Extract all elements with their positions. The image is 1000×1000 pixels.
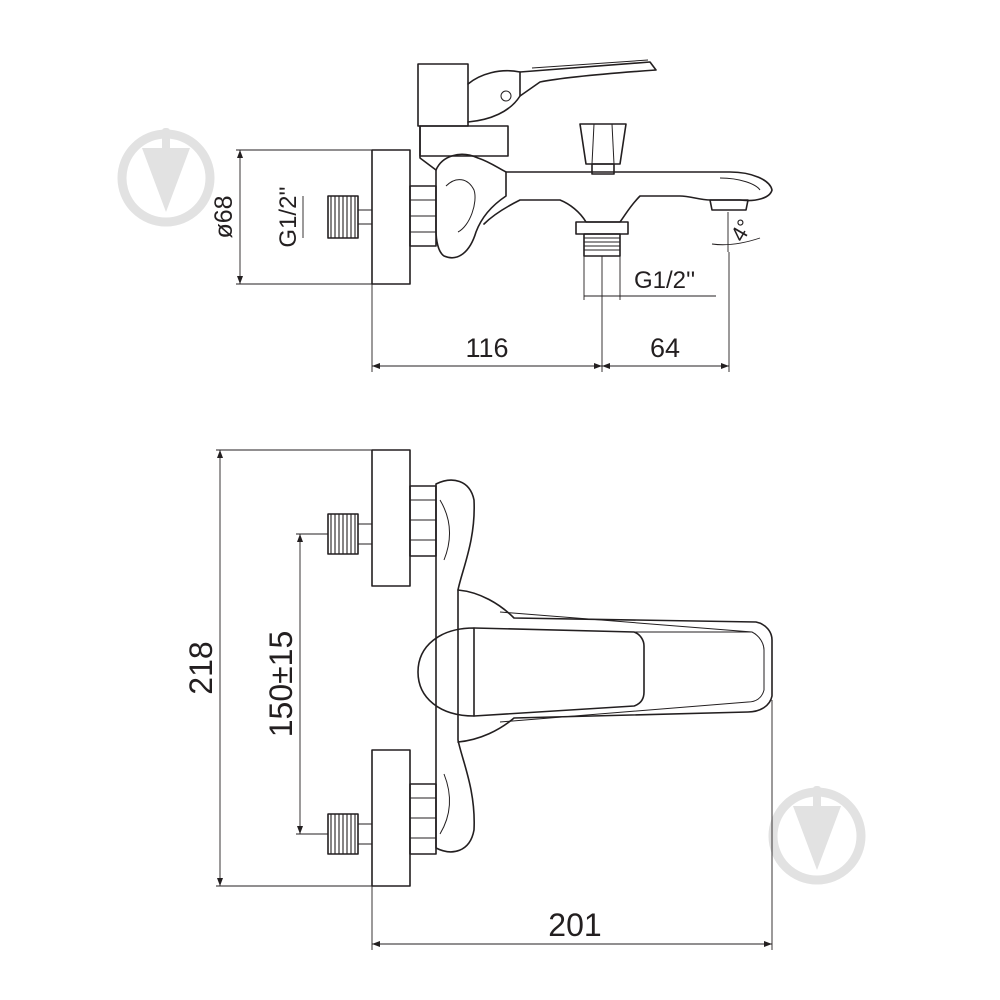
watermark-logo-bottom [768,786,866,885]
width-dimensions: 116 64 [371,252,730,372]
outlet-thread-dimension: G1/2'' [583,256,716,300]
depth-total-dimension: 201 [371,700,773,950]
upper-wall-flange [371,449,411,587]
wall-flange [371,149,411,285]
mixer-body [435,153,507,259]
shower-outlet [575,221,629,257]
width-left-label: 116 [465,333,508,363]
height-total-dimension: 218 [183,449,372,887]
upper-inlet-fitting [327,513,372,555]
outlet-thread-label: G1/2'' [634,267,695,294]
mixer-body-top [435,479,475,853]
inlet-thread-label: G1/2'' [275,186,302,247]
cartridge-housing [419,125,509,157]
aerator [709,199,749,211]
watermark-logo-top [117,128,215,227]
inlet-spacing-label: 150±15 [263,631,299,738]
inlet-fitting [327,195,372,239]
lever-handle-top [473,627,645,717]
coupling-nut [409,185,437,247]
top-view: 218 150±15 201 [183,449,773,950]
spout-angle-dimension: 4° [711,212,761,252]
upper-coupling-nut [409,485,437,557]
depth-total-label: 201 [548,907,601,943]
lower-wall-flange [371,749,411,887]
lower-coupling-nut [409,783,437,855]
inlet-spacing-dimension: 150±15 [263,533,328,835]
diameter-label: ø68 [210,195,238,238]
handle-base [417,63,469,127]
spout-angle-label: 4° [725,215,757,246]
width-right-label: 64 [650,333,680,363]
height-total-label: 218 [183,641,219,694]
side-view: ø68 G1/2'' G1/2'' 4° [210,59,773,372]
inlet-thread-dimension: G1/2'' [275,186,304,248]
handle-base-top [417,627,475,717]
lower-inlet-fitting [327,813,372,855]
diverter-knob [579,123,627,175]
lever-handle [519,61,657,97]
spout [483,171,773,225]
diameter-dimension: ø68 [210,149,372,285]
